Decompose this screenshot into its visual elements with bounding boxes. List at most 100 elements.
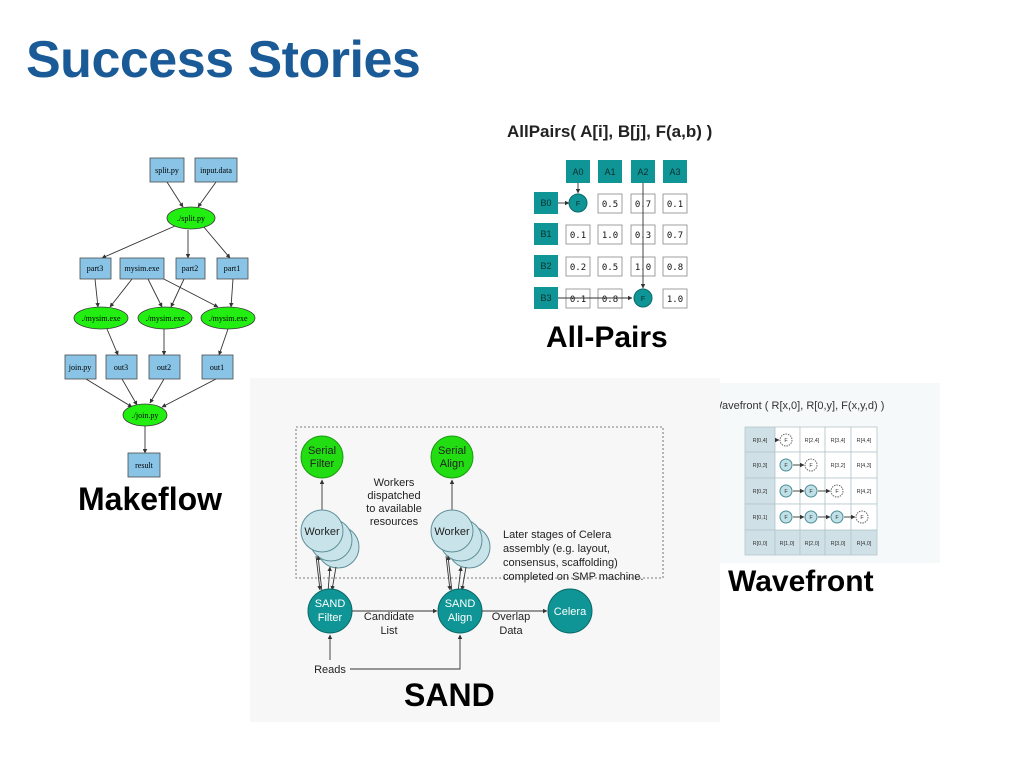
file-input-data <box>194 157 238 183</box>
wf-pending-node <box>804 458 818 472</box>
file-join-py <box>64 354 97 380</box>
row-header-b3 <box>534 287 558 309</box>
job-split <box>166 206 216 230</box>
cell-b1-a0 <box>565 224 591 245</box>
wf-cell-r2-c2-text: F <box>809 489 813 495</box>
cell-b1-a1-value: 1.0 <box>602 231 618 241</box>
file-part3-label: part3 <box>87 264 103 273</box>
file-out2 <box>148 354 181 380</box>
wf-cell-r4-c1-text: F <box>784 438 788 444</box>
wf-row-label-1-text: R[0,1] <box>753 515 768 521</box>
job-mysim-3-label: ./mysim.exe <box>81 314 121 323</box>
celera-node <box>547 588 593 634</box>
edge <box>121 378 138 406</box>
cell-b2-a1 <box>597 256 623 277</box>
file-part3 <box>79 257 112 280</box>
allpairs-col-headers: A0 A1 A2 A3 <box>566 160 687 183</box>
worker-node <box>430 509 474 553</box>
edge <box>94 278 100 308</box>
cell-b3-a3-value: 1.0 <box>667 295 683 305</box>
edge <box>170 278 185 308</box>
later-stages-4: completed on SMP machine. <box>503 571 643 583</box>
row-header-b1 <box>534 223 558 245</box>
allpairs-signature: AllPairs( A[i], B[j], F(a,b) ) <box>507 122 712 141</box>
worker-node <box>300 509 344 553</box>
wf-cell-r2-c1-text: F <box>784 489 788 495</box>
col-header-a1 <box>598 160 622 183</box>
file-mysim-exe-label: mysim.exe <box>125 264 160 273</box>
wf-cell-r3-c2-text: F <box>809 463 813 469</box>
worker-pool-box <box>295 426 664 579</box>
wavefront-signature: Wavefront ( R[x,0], R[0,y], F(x,y,d) ) <box>712 400 884 412</box>
reads-label: Reads <box>314 664 346 676</box>
later-stages-1: Later stages of Celera <box>503 529 612 541</box>
serial-filter-node <box>300 435 344 479</box>
wf-cell-r2-c4-text: R[4,2] <box>857 489 872 495</box>
edge <box>109 278 133 308</box>
job-join-label: ./join.py <box>132 411 159 420</box>
wf-cell-r4-c2 <box>799 426 826 453</box>
cell-b2-a1-value: 0.5 <box>602 263 618 273</box>
wf-row-label-2-text: R[0,2] <box>753 489 768 495</box>
wf-pending-node <box>830 484 844 498</box>
cell-b1-a0-value: 0.1 <box>570 231 586 241</box>
function-node-b0-a0 <box>568 193 588 213</box>
wf-done-node <box>779 510 793 524</box>
cell-b0-a1-value: 0.5 <box>602 200 618 210</box>
wf-bottom-3-text: R[3,0] <box>831 541 846 547</box>
file-part2-label: part2 <box>182 264 198 273</box>
row-header-b0 <box>534 192 558 214</box>
wf-pending-node <box>779 433 793 447</box>
wf-bottom-2-text: R[2,0] <box>805 541 820 547</box>
wf-bottom-2 <box>799 529 826 556</box>
wf-cell-r3-c4 <box>850 451 878 479</box>
cell-b3-a3 <box>662 288 688 309</box>
wavefront-caption: Wavefront <box>728 565 874 598</box>
cell-b2-a3 <box>662 256 688 277</box>
wf-done-node <box>804 484 818 498</box>
wf-row-label-4 <box>744 426 776 453</box>
wf-row-label-1 <box>744 503 776 531</box>
wf-cell-r4-c4 <box>850 426 878 453</box>
cell-b3-a1 <box>597 288 623 309</box>
wf-bottom-1-text: R[1,0] <box>780 541 795 547</box>
file-out3 <box>105 354 138 380</box>
edge <box>101 225 176 259</box>
wf-row-label-3 <box>744 451 776 479</box>
cell-b1-a3 <box>662 224 688 245</box>
worker-left-label: Worker <box>304 526 340 538</box>
job-mysim-3 <box>73 306 129 330</box>
wf-bottom-3 <box>824 529 852 556</box>
wf-cell-r1-c2-text: F <box>809 515 813 521</box>
wf-bottom-0-text: R[0,0] <box>753 541 768 547</box>
wf-cell-r3-c1-text: F <box>784 463 788 469</box>
workers-note-4: resources <box>370 516 419 528</box>
allpairs-caption: All-Pairs <box>546 321 668 354</box>
file-part1-label: part1 <box>224 264 240 273</box>
row-header-b2-label: B2 <box>540 261 551 271</box>
makeflow-caption: Makeflow <box>78 481 223 517</box>
job-mysim-1-label: ./mysim.exe <box>208 314 248 323</box>
col-header-a0-label: A0 <box>572 167 583 177</box>
file-mysim-exe <box>119 257 165 280</box>
wf-bottom-4 <box>850 529 878 556</box>
wf-cell-r1-c4-text: F <box>860 515 864 521</box>
edge <box>315 555 322 591</box>
file-result <box>127 452 161 478</box>
later-stages-2: assembly (e.g. layout, <box>503 543 610 555</box>
cell-b3-a1-value: 0.8 <box>602 295 618 305</box>
col-header-a3 <box>663 160 687 183</box>
cell-b2-a0 <box>565 256 591 277</box>
file-split-py <box>149 157 185 183</box>
workers-note-1: Workers <box>374 477 415 489</box>
edge <box>445 555 452 591</box>
wf-done-node <box>804 510 818 524</box>
serial-filter-line1: Serial <box>308 445 336 457</box>
cell-b1-a1 <box>597 224 623 245</box>
cell-b2-a0-value: 0.2 <box>570 263 586 273</box>
sand-filter-node <box>307 588 353 634</box>
wf-cell-r1-c3-text: F <box>835 515 839 521</box>
candidate-list-2: List <box>380 625 397 637</box>
job-mysim-2 <box>137 306 193 330</box>
edge <box>149 378 165 404</box>
